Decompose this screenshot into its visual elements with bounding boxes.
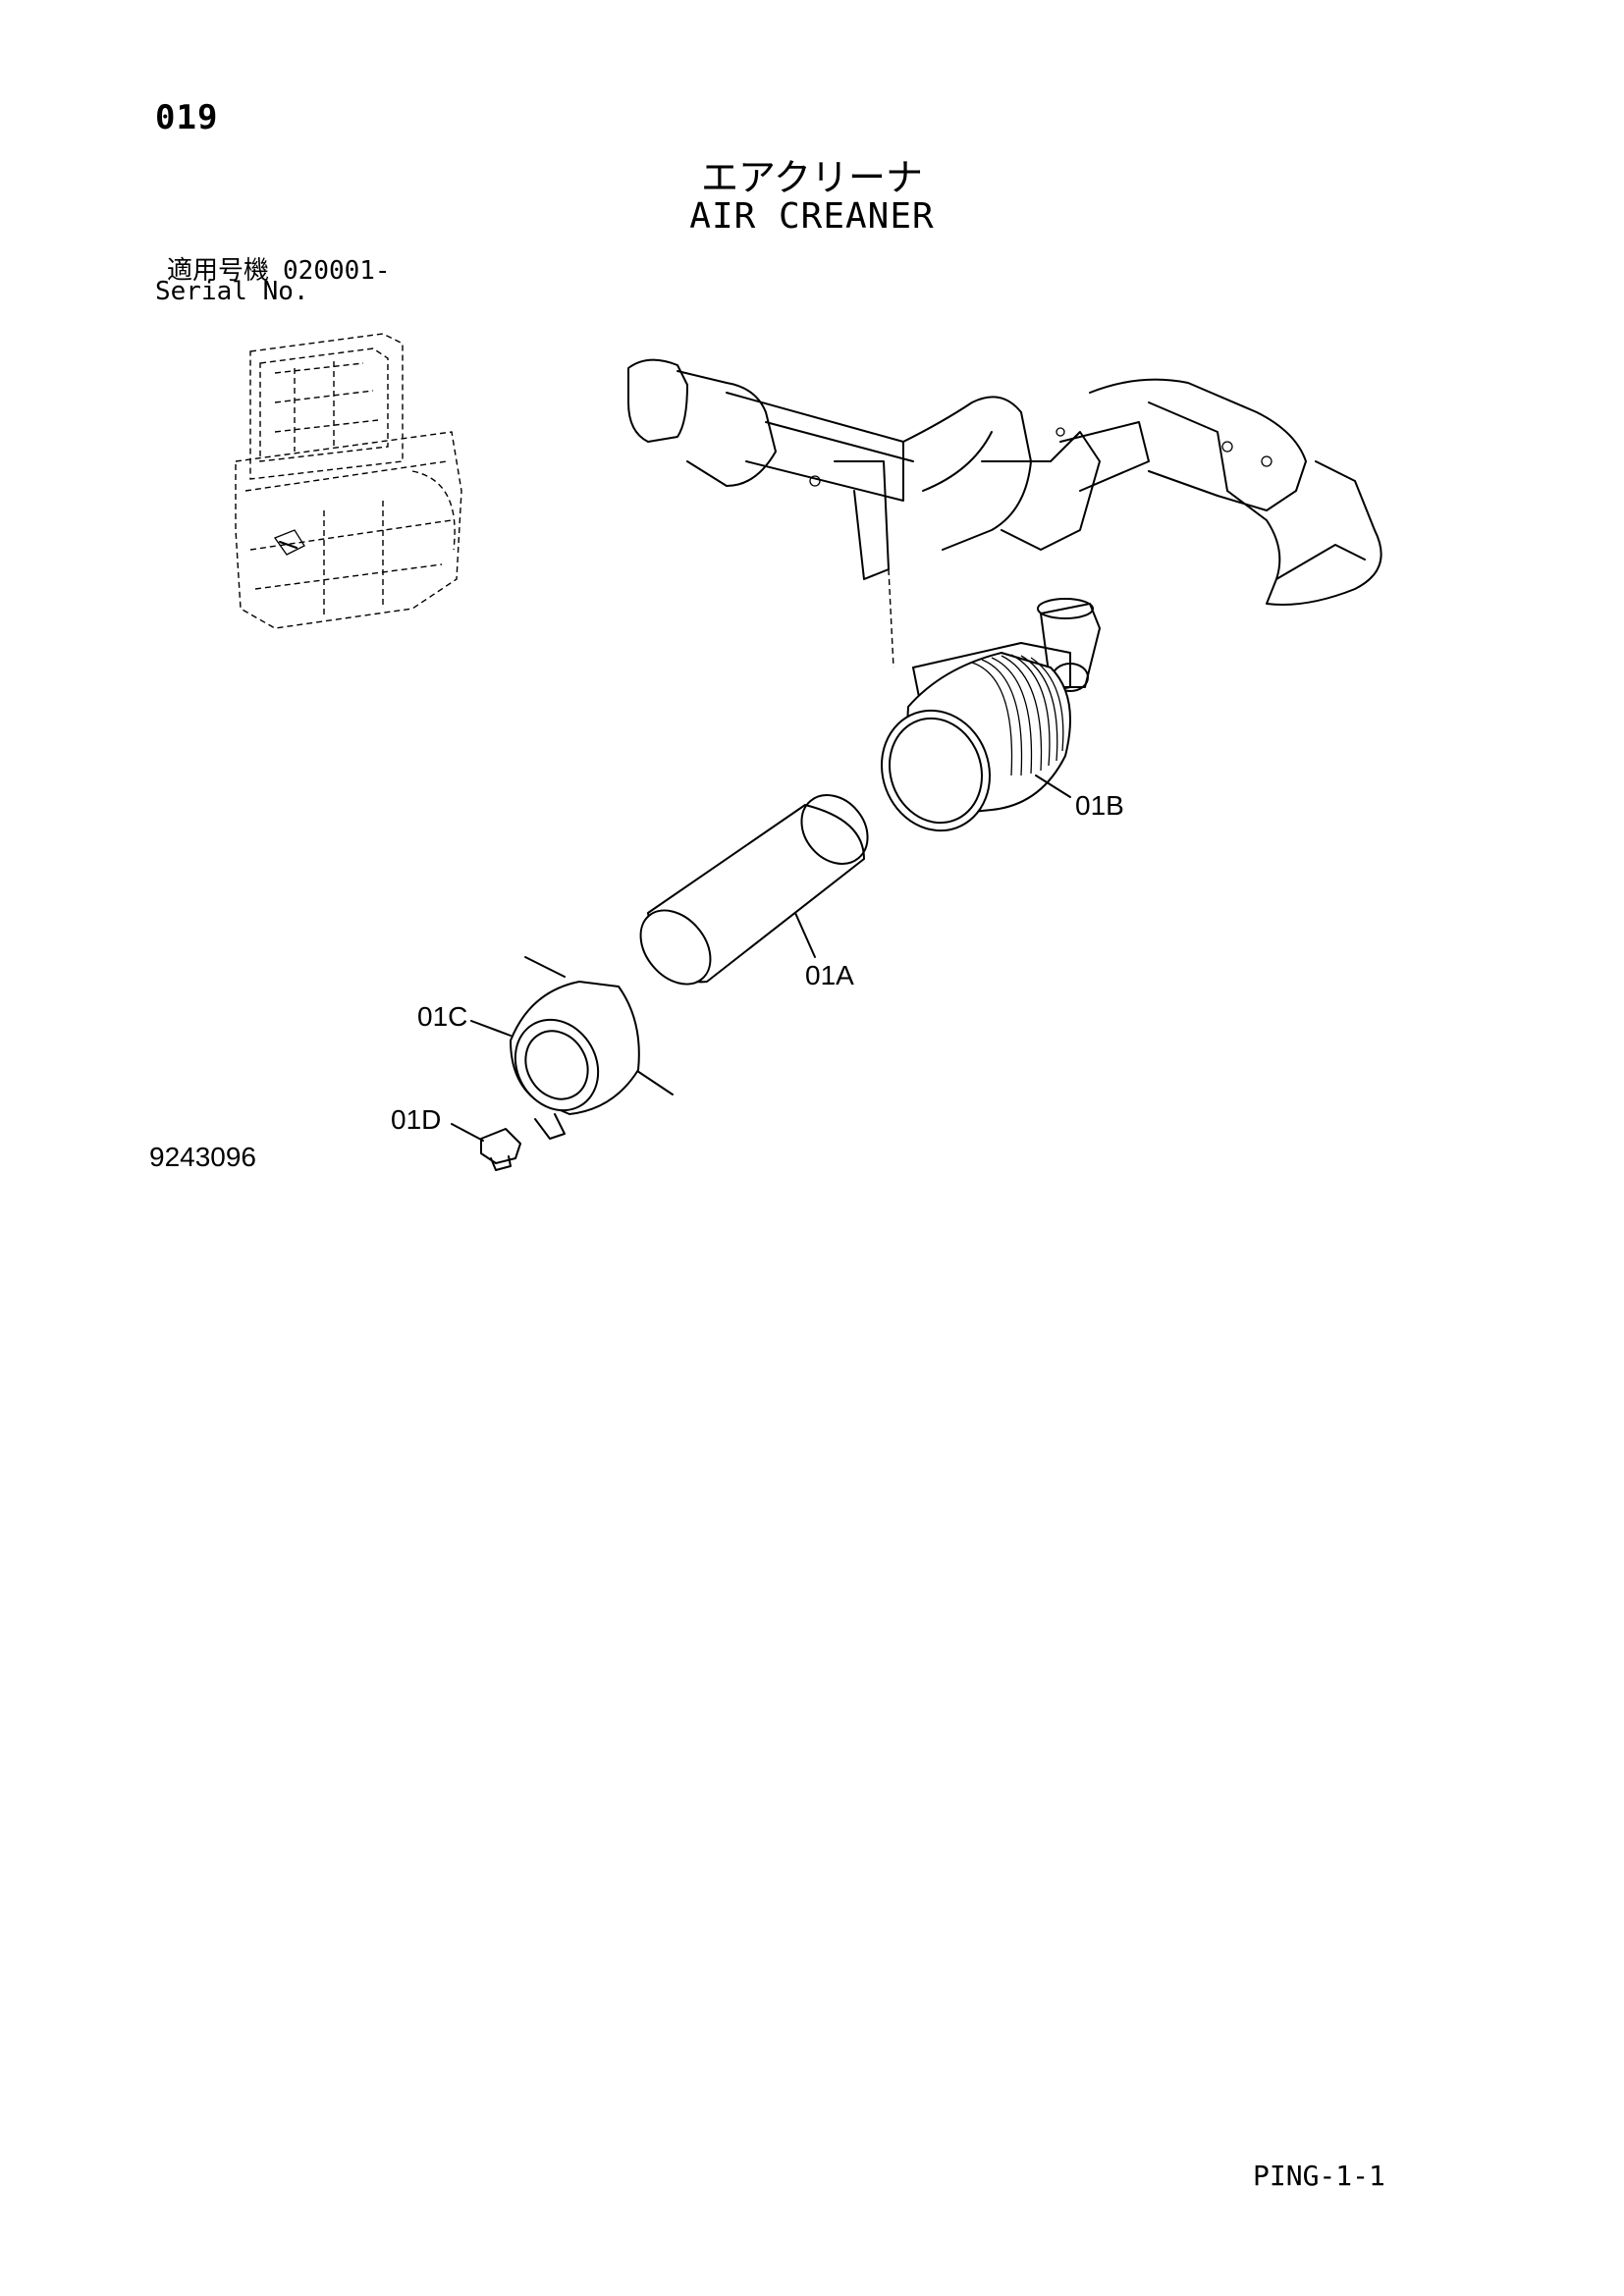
title-japanese: エアクリーナ: [700, 156, 924, 199]
serial-label-jp-text: 適用号機: [167, 256, 270, 286]
title-english: AIR CREANER: [689, 196, 935, 237]
page-code: 019: [155, 98, 219, 137]
part-label-01C: 01C: [417, 1001, 468, 1032]
machine-overview-drawing: [235, 333, 462, 629]
serial-label-english: Serial No.: [155, 277, 309, 306]
valve-drawing: [451, 1123, 521, 1171]
cap-drawing: [470, 956, 674, 1140]
intake-duct-drawing: [627, 358, 1382, 668]
serial-label-japanese: 適用号機 020001-: [167, 250, 391, 287]
reference-number: 9243096: [149, 1142, 257, 1172]
footer-code: PING-1-1: [1253, 2160, 1385, 2192]
part-label-01B: 01B: [1075, 790, 1124, 821]
air-cleaner-body-drawing: [881, 598, 1101, 832]
part-label-01D: 01D: [391, 1104, 442, 1135]
part-label-01A: 01A: [805, 960, 854, 990]
serial-number: 020001-: [283, 256, 391, 286]
filter-element-drawing: [639, 794, 869, 986]
